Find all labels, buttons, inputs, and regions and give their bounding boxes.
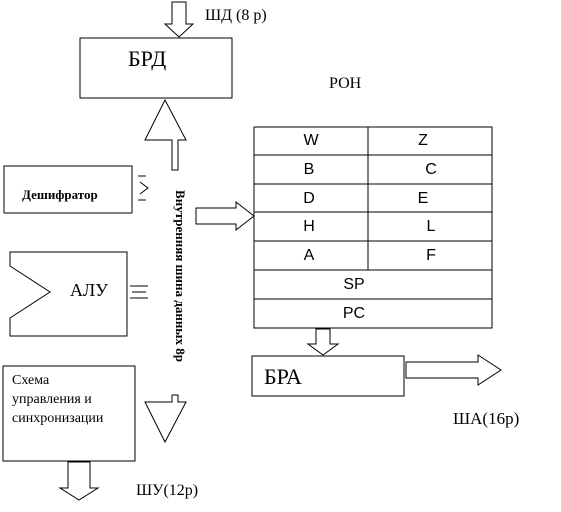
control-label-line-3: синхронизации <box>12 411 104 426</box>
register-d: D <box>303 190 315 207</box>
register-z: Z <box>418 132 428 149</box>
alu-connector <box>130 285 148 299</box>
register-c: C <box>425 161 437 178</box>
decoder-box <box>3 165 133 214</box>
register-sp: SP <box>343 276 365 293</box>
control-bus-label: ШУ(12р) <box>136 482 199 499</box>
address-bus-label: ША(16р) <box>453 409 520 428</box>
decoder-label: Дешифратор <box>22 187 98 202</box>
data-bus-label: ШД (8 р) <box>205 7 267 24</box>
register-w: W <box>303 132 319 149</box>
bra-label: БРА <box>264 364 302 389</box>
register-b: B <box>303 161 315 178</box>
bus-to-brd-arrow <box>144 98 187 171</box>
register-a: A <box>303 247 315 264</box>
bus-to-registers-arrow <box>195 200 255 232</box>
bra-to-address-bus-arrow <box>405 354 502 386</box>
control-label-line-2: управления и <box>12 392 92 407</box>
ron-label: РОН <box>329 75 362 92</box>
decoder-connector <box>138 175 149 201</box>
alu-shape <box>9 251 128 337</box>
brd-box <box>79 37 233 99</box>
bra-box <box>251 355 405 397</box>
control-label-line-1: Схема <box>12 373 50 388</box>
data-bus-input-arrow <box>163 1 195 38</box>
register-e: E <box>417 190 429 207</box>
register-h: H <box>303 218 315 235</box>
control-box <box>2 365 136 462</box>
internal-bus-label: Внутренняя шина данных 8р <box>173 190 188 362</box>
register-file-frame <box>253 126 493 329</box>
control-bus-output-arrow <box>58 461 100 501</box>
bus-bottom-arrow <box>144 394 187 444</box>
register-pc: PC <box>342 305 366 322</box>
register-l: L <box>426 218 436 235</box>
register-f: F <box>426 247 436 264</box>
alu-label: АЛУ <box>70 280 108 300</box>
registers-to-bra-arrow <box>306 328 340 356</box>
brd-label: БРД <box>128 46 167 71</box>
